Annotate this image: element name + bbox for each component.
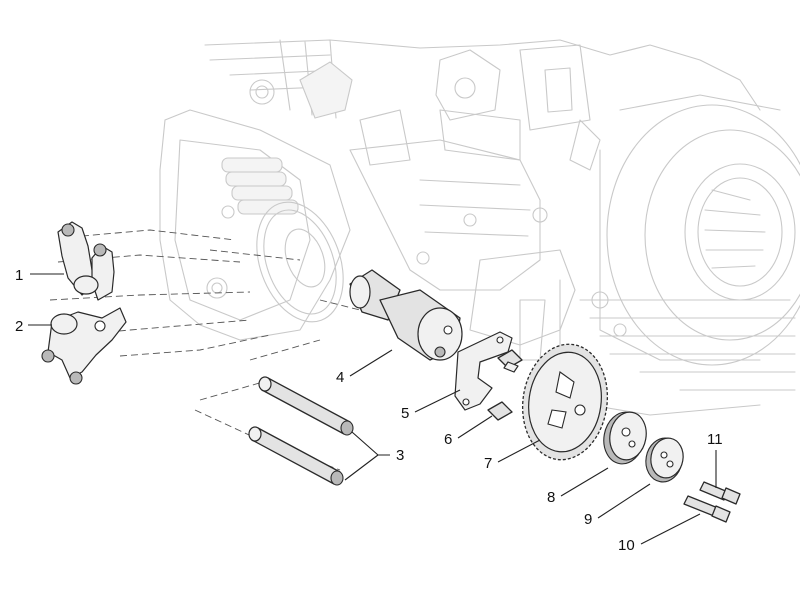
callout-labels: 1 2 3 4 5 6 7 8 9 10 11 bbox=[15, 267, 723, 554]
timing-chain-background bbox=[256, 201, 344, 323]
engine-block-background bbox=[159, 39, 800, 416]
callout-3: 3 bbox=[396, 447, 404, 464]
callout-11: 11 bbox=[707, 431, 723, 448]
cam-sprocket bbox=[521, 343, 609, 461]
screw-short bbox=[699, 481, 741, 505]
callout-10: 10 bbox=[618, 537, 635, 554]
callout-5: 5 bbox=[401, 405, 409, 422]
washer-thin bbox=[645, 437, 684, 483]
valve-springs bbox=[221, 157, 299, 215]
rocker-pins bbox=[248, 376, 354, 486]
callout-2: 2 bbox=[15, 318, 23, 335]
callout-4: 4 bbox=[336, 369, 344, 386]
callout-leaders bbox=[28, 273, 717, 545]
retaining-plate bbox=[454, 331, 513, 411]
rocker-arm-lower bbox=[41, 307, 127, 385]
callout-8: 8 bbox=[547, 489, 555, 506]
callout-7: 7 bbox=[484, 455, 492, 472]
rocker-arm-upper bbox=[57, 221, 115, 301]
plate-bolts bbox=[487, 349, 523, 421]
camshaft bbox=[349, 269, 463, 361]
callout-1: 1 bbox=[15, 267, 23, 284]
callout-6: 6 bbox=[444, 431, 452, 448]
screw-long bbox=[683, 495, 731, 523]
washer-thick bbox=[603, 411, 647, 465]
callout-9: 9 bbox=[584, 511, 592, 528]
assembly-guide-lines bbox=[49, 229, 361, 471]
